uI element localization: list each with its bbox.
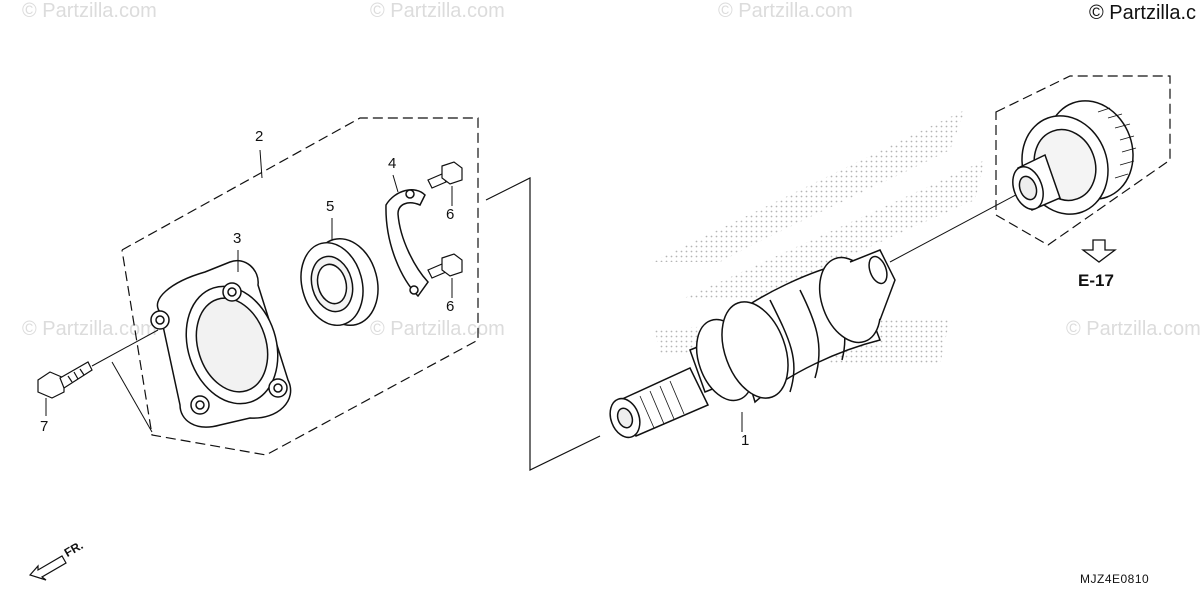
callout-part-4[interactable]: 4 [388, 155, 397, 172]
watermark: © Partzilla.com [718, 0, 853, 22]
callout-part-1[interactable]: 1 [741, 432, 750, 449]
callout-part-5[interactable]: 5 [326, 198, 335, 215]
watermark: © Partzilla.com [370, 318, 505, 340]
watermark: © Partzilla.com [370, 0, 505, 22]
shift-drum-part-1 [609, 249, 896, 439]
callout-part-6-upper[interactable]: 6 [446, 206, 455, 223]
assembly-box-part-2 [121, 117, 479, 456]
bearing-part-5 [300, 237, 379, 327]
callout-part-6-lower[interactable]: 6 [446, 298, 455, 315]
callout-part-7[interactable]: 7 [40, 418, 49, 435]
callout-part-3[interactable]: 3 [233, 230, 242, 247]
leader-line [392, 174, 399, 193]
assembly-box-e17 [995, 75, 1171, 246]
front-arrow-icon [28, 555, 67, 581]
screw-part-6-lower [427, 253, 463, 279]
screw-part-6-upper [427, 161, 463, 189]
watermark: © Partzilla.com [22, 318, 157, 340]
watermark: © Partzilla.com [22, 0, 157, 22]
reference-label[interactable]: E-17 [1078, 271, 1114, 290]
leader-line [889, 189, 1026, 263]
bearing-gear-e17 [1012, 100, 1137, 215]
callout-part-2[interactable]: 2 [255, 128, 264, 145]
watermark: © Partzilla.com [1066, 318, 1200, 340]
copyright-label: © Partzilla.c [1089, 2, 1196, 24]
retainer-plate-part-4 [385, 189, 429, 298]
bolt-part-7 [37, 361, 93, 399]
diagram-code: MJZ4E0810 [1080, 572, 1150, 586]
bearing-holder-part-3 [150, 259, 292, 428]
reference-arrow-icon [1081, 239, 1117, 263]
connector-line [485, 177, 601, 471]
leader-line [259, 149, 263, 179]
leader-line [111, 361, 153, 433]
leader-line [91, 329, 159, 367]
